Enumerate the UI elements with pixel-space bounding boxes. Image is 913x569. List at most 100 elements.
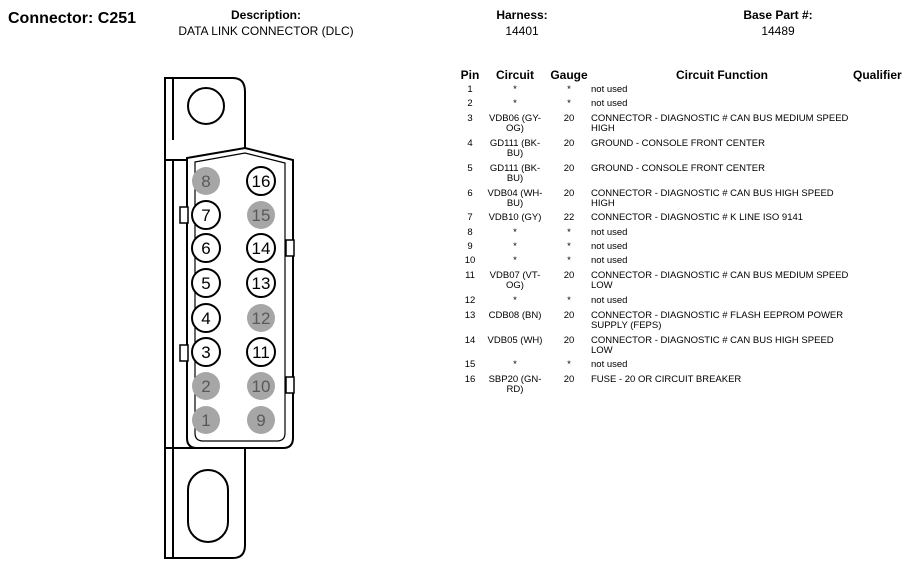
col-header-circuit: Circuit	[495, 68, 534, 82]
pin-number: 10	[464, 255, 476, 266]
pin-10-label: 10	[252, 377, 271, 396]
pin-3-label: 3	[201, 343, 210, 362]
circuit-id: GD111 (BK-BU)	[489, 163, 541, 184]
base-part-label: Base Part #:	[743, 8, 813, 22]
circuit-id: *	[513, 359, 517, 370]
circuit-function: CONNECTOR - DIAGNOSTIC # CAN BUS HIGH SP…	[591, 188, 834, 209]
wire-gauge: *	[567, 84, 571, 95]
pin-5-label: 5	[201, 274, 210, 293]
pin-15-socket	[247, 201, 275, 229]
pin-number: 11	[465, 270, 475, 281]
circuit-function: not used	[591, 241, 628, 252]
circuit-id: CDB08 (BN)	[488, 310, 542, 321]
latch-tab	[285, 239, 295, 257]
pin-11-socket	[246, 337, 276, 367]
wire-gauge: 20	[563, 163, 575, 174]
wire-gauge: *	[567, 295, 571, 306]
pin-6-socket	[191, 233, 221, 263]
col-header-circuit-function: Circuit Function	[676, 68, 768, 82]
circuit-function: not used	[591, 98, 628, 109]
bottom-mount-ear	[164, 447, 246, 559]
circuit-function: not used	[591, 359, 628, 370]
pin-8-socket	[192, 167, 220, 195]
description-label: Description:	[230, 8, 301, 22]
pin-1-label: 1	[201, 411, 210, 430]
circuit-id: *	[513, 84, 517, 95]
pin-number: 9	[467, 241, 473, 252]
top-mount-hole	[187, 87, 225, 125]
pin-9-label: 9	[256, 411, 265, 430]
pin-14-label: 14	[252, 239, 271, 258]
pin-number: 13	[464, 310, 476, 321]
col-header-qualifier: Qualifier	[853, 68, 902, 82]
circuit-function: CONNECTOR - DIAGNOSTIC # K LINE ISO 9141	[591, 212, 804, 223]
pin-number: 8	[467, 227, 473, 238]
pin-4-label: 4	[201, 309, 210, 328]
pin-15-label: 15	[252, 206, 271, 225]
wire-gauge: 20	[563, 310, 575, 321]
pin-number: 7	[467, 212, 473, 223]
pin-2-socket	[192, 372, 220, 400]
wire-gauge: 20	[563, 138, 575, 149]
latch-tab	[285, 376, 295, 394]
circuit-function: GROUND - CONSOLE FRONT CENTER	[591, 138, 766, 149]
circuit-function: CONNECTOR - DIAGNOSTIC # CAN BUS MEDIUM …	[591, 113, 849, 134]
pin-2-label: 2	[201, 377, 210, 396]
circuit-function: not used	[591, 255, 628, 266]
wire-gauge: *	[567, 227, 571, 238]
wire-gauge: 20	[563, 335, 575, 346]
circuit-function: not used	[591, 84, 628, 95]
pin-7-label: 7	[201, 206, 210, 225]
latch-tab	[179, 206, 189, 224]
pin-number: 1	[467, 84, 473, 95]
wire-gauge: *	[567, 359, 571, 370]
circuit-id: SBP20 (GN-RD)	[488, 374, 542, 395]
circuit-id: VDB07 (VT-OG)	[489, 270, 541, 291]
pin-number: 14	[464, 335, 476, 346]
wire-gauge: 20	[563, 270, 575, 281]
pin-13-label: 13	[252, 274, 271, 293]
pin-13-socket	[246, 268, 276, 298]
wire-gauge: 20	[563, 188, 575, 199]
wire-gauge: *	[567, 98, 571, 109]
wire-gauge: *	[567, 255, 571, 266]
circuit-function: GROUND - CONSOLE FRONT CENTER	[591, 163, 766, 174]
pin-number: 16	[464, 374, 476, 385]
pin-5-socket	[191, 268, 221, 298]
circuit-id: *	[513, 241, 517, 252]
circuit-id: VDB10 (GY)	[488, 212, 542, 223]
pin-16-socket	[246, 166, 276, 196]
circuit-function: CONNECTOR - DIAGNOSTIC # CAN BUS MEDIUM …	[591, 270, 849, 291]
harness-label: Harness:	[496, 8, 548, 22]
latch-tab	[179, 344, 189, 362]
pin-12-label: 12	[252, 309, 271, 328]
circuit-id: *	[513, 227, 517, 238]
pin-number: 5	[467, 163, 473, 174]
pin-3-socket	[191, 337, 221, 367]
pin-number: 2	[467, 98, 473, 109]
base-part-value: 14489	[761, 24, 795, 38]
col-header-gauge: Gauge	[550, 68, 588, 82]
circuit-id: VDB05 (WH)	[487, 335, 543, 346]
harness-value: 14401	[505, 24, 539, 38]
pin-11-label: 11	[252, 343, 270, 362]
description-value: DATA LINK CONNECTOR (DLC)	[178, 24, 354, 38]
pin-8-label: 8	[201, 172, 210, 191]
circuit-id: *	[513, 255, 517, 266]
circuit-function: not used	[591, 227, 628, 238]
pin-number: 3	[467, 113, 473, 124]
wire-gauge: 20	[563, 374, 575, 385]
circuit-function: FUSE - 20 OR CIRCUIT BREAKER	[591, 374, 742, 385]
circuit-function: CONNECTOR - DIAGNOSTIC # CAN BUS HIGH SP…	[591, 335, 834, 356]
pin-9-socket	[247, 406, 275, 434]
top-mount-ear	[164, 77, 246, 161]
pin-1-socket	[192, 406, 220, 434]
pin-14-socket	[246, 233, 276, 263]
pin-number: 12	[464, 295, 476, 306]
wire-gauge: *	[567, 241, 571, 252]
connector-title: Connector: C251	[8, 10, 137, 27]
bottom-mount-slot	[187, 469, 229, 543]
circuit-id: GD111 (BK-BU)	[489, 138, 541, 159]
wire-gauge: 22	[563, 212, 575, 223]
